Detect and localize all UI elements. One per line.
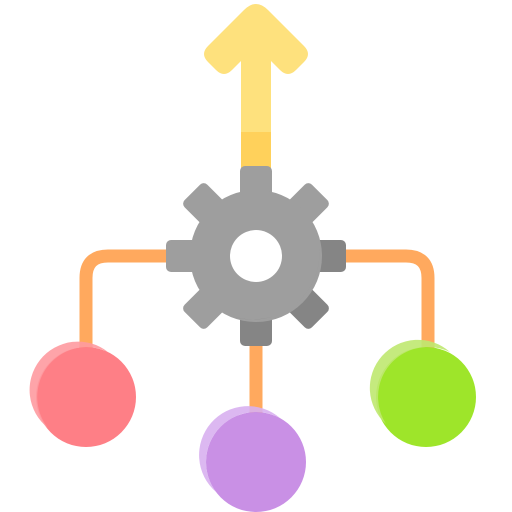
gear-hole — [230, 230, 282, 282]
gear-icon — [166, 166, 346, 346]
arrow-up-icon — [204, 4, 308, 184]
node-center-circle — [199, 406, 306, 512]
connector-right-line — [333, 249, 435, 362]
node-left-circle — [29, 341, 136, 447]
arrow-head — [204, 4, 308, 132]
connector-left-line — [79, 249, 179, 362]
node-right-circle — [369, 339, 476, 447]
